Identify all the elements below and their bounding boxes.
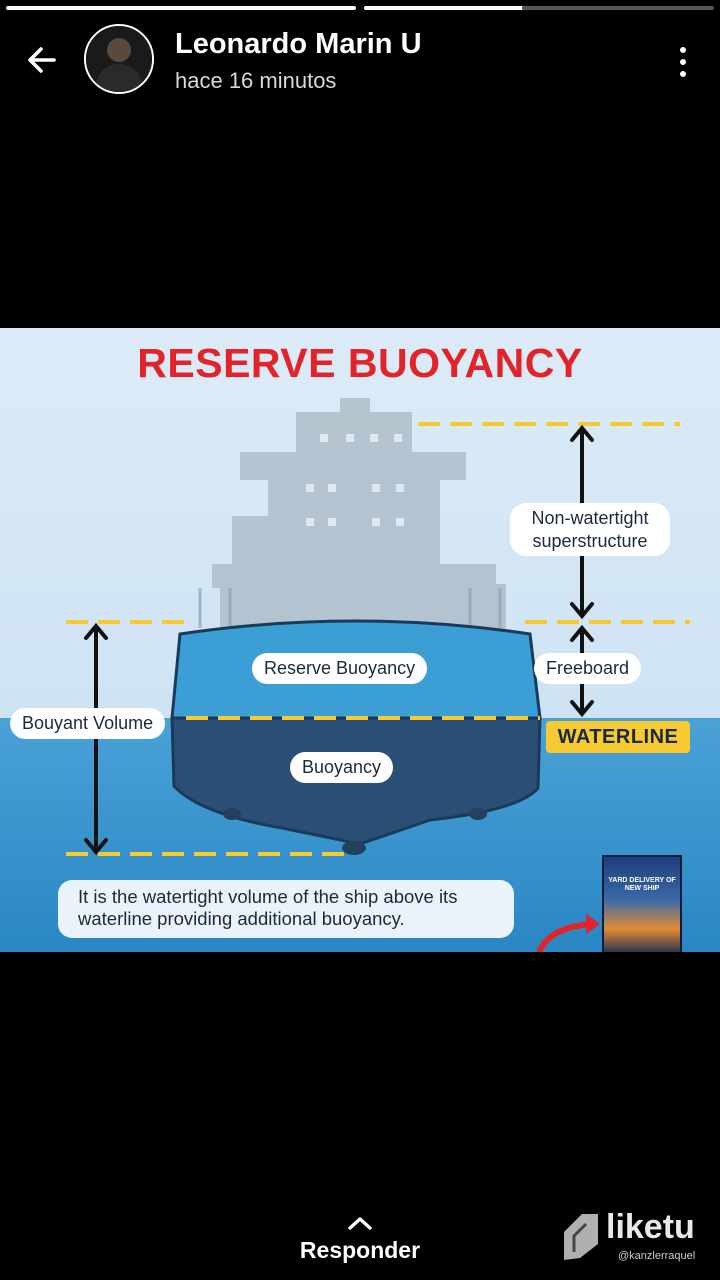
arrow-left-icon xyxy=(28,47,56,73)
story-progress xyxy=(6,6,714,10)
watermark-brand: liketu xyxy=(606,1208,695,1246)
book-cover: YARD DELIVERY OF NEW SHIP xyxy=(602,855,682,952)
superstructure-shape xyxy=(212,398,506,630)
watermark: liketu @kanzlerraquel xyxy=(560,1208,710,1268)
back-button[interactable] xyxy=(20,38,64,82)
label-reserve-buoyancy: Reserve Buoyancy xyxy=(252,653,428,684)
label-waterline: WATERLINE xyxy=(546,721,690,753)
reply-label: Responder xyxy=(299,1237,421,1263)
label-bouyant-volume: Bouyant Volume xyxy=(10,708,166,739)
timestamp: hace 16 minutos xyxy=(175,68,337,93)
avatar[interactable] xyxy=(84,24,154,94)
chevron-up-icon xyxy=(348,1217,372,1230)
label-non-watertight: Non-watertight superstructure xyxy=(510,503,670,556)
story-progress-segment-1 xyxy=(6,6,356,10)
watermark-handle: @kanzlerraquel xyxy=(618,1250,696,1262)
infographic-drawing xyxy=(66,398,690,952)
liketu-logo-icon xyxy=(564,1214,598,1260)
label-buoyancy: Buoyancy xyxy=(290,752,394,783)
book-title: YARD DELIVERY OF NEW SHIP xyxy=(608,877,676,892)
dimension-arrows xyxy=(84,424,594,856)
more-vertical-icon[interactable] xyxy=(668,40,698,84)
post-image: RESERVE BUOYANCY Non-watertight superstr… xyxy=(0,328,720,952)
username[interactable]: Leonardo Marin U xyxy=(175,28,422,60)
infographic-title: RESERVE BUOYANCY xyxy=(137,340,583,386)
label-freeboard: Freeboard xyxy=(534,653,642,684)
story-header: Leonardo Marin U hace 16 minutos xyxy=(0,22,720,94)
avatar-image xyxy=(86,26,152,92)
pointer-arrow xyxy=(537,921,597,952)
reply-button[interactable]: Responder xyxy=(0,1215,720,1264)
superstructure-windows xyxy=(306,434,404,526)
story-progress-segment-2 xyxy=(364,6,714,10)
reference-lines xyxy=(66,422,690,856)
description-box: It is the watertight volume of the ship … xyxy=(58,880,514,938)
